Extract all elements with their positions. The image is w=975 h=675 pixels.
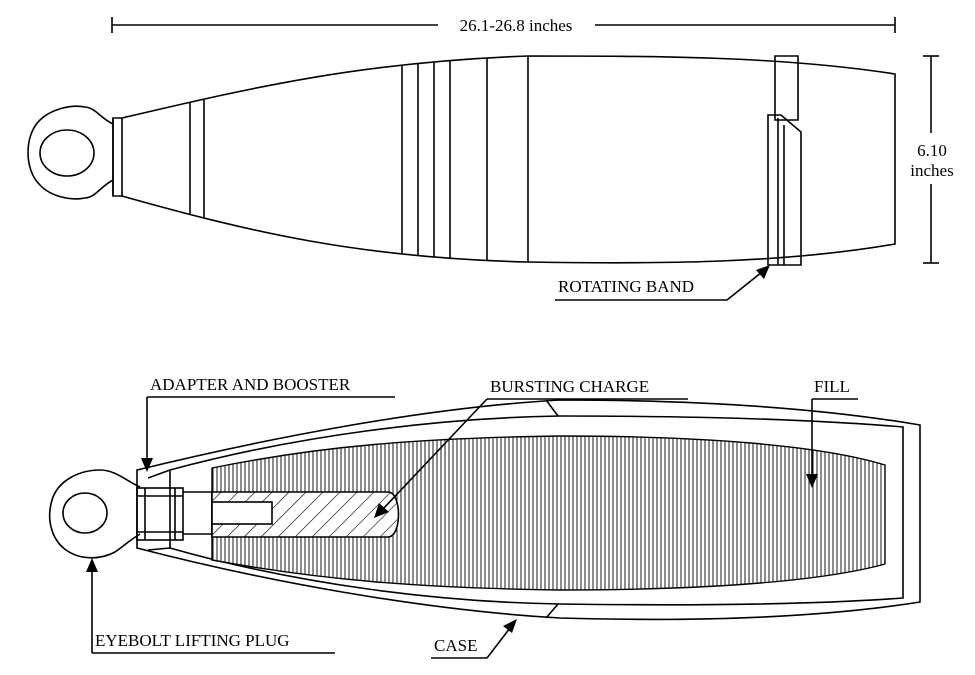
booster-cavity [211, 501, 273, 525]
top-eyebolt [27, 105, 114, 200]
case-inner [169, 415, 904, 606]
length-label: 26.1-26.8 inches [460, 16, 573, 35]
fill-callout: FILL [806, 377, 858, 488]
case-callout: CASE [431, 619, 517, 659]
section-view: ADAPTER AND BOOSTER BURSTING CHARGE FILL… [48, 375, 921, 659]
section-eyebolt [48, 469, 141, 559]
adapter-callout: ADAPTER AND BOOSTER [141, 375, 395, 472]
rotating-band [767, 55, 802, 266]
diameter-value: 6.10 [917, 141, 947, 160]
adapter-booster-label: ADAPTER AND BOOSTER [150, 375, 351, 394]
adapter-booster [136, 469, 213, 551]
case-label: CASE [434, 636, 477, 655]
rotating-band-callout: ROTATING BAND [555, 265, 770, 301]
fill-region [211, 435, 886, 591]
eyebolt-callout: EYEBOLT LIFTING PLUG [86, 558, 335, 654]
fill-label: FILL [814, 377, 850, 396]
eyebolt-label: EYEBOLT LIFTING PLUG [95, 631, 290, 650]
bursting-charge-label: BURSTING CHARGE [490, 377, 649, 396]
diameter-dimension: 6.10 inches [910, 55, 954, 264]
exterior-view: 26.1-26.8 inches 6.10 inches [27, 16, 954, 301]
rotating-band-label: ROTATING BAND [558, 277, 694, 296]
top-body-outline [112, 55, 896, 264]
bursting-charge-callout: BURSTING CHARGE [374, 377, 688, 518]
diameter-unit: inches [910, 161, 953, 180]
case-outer [136, 399, 921, 621]
length-dimension: 26.1-26.8 inches [111, 16, 896, 35]
